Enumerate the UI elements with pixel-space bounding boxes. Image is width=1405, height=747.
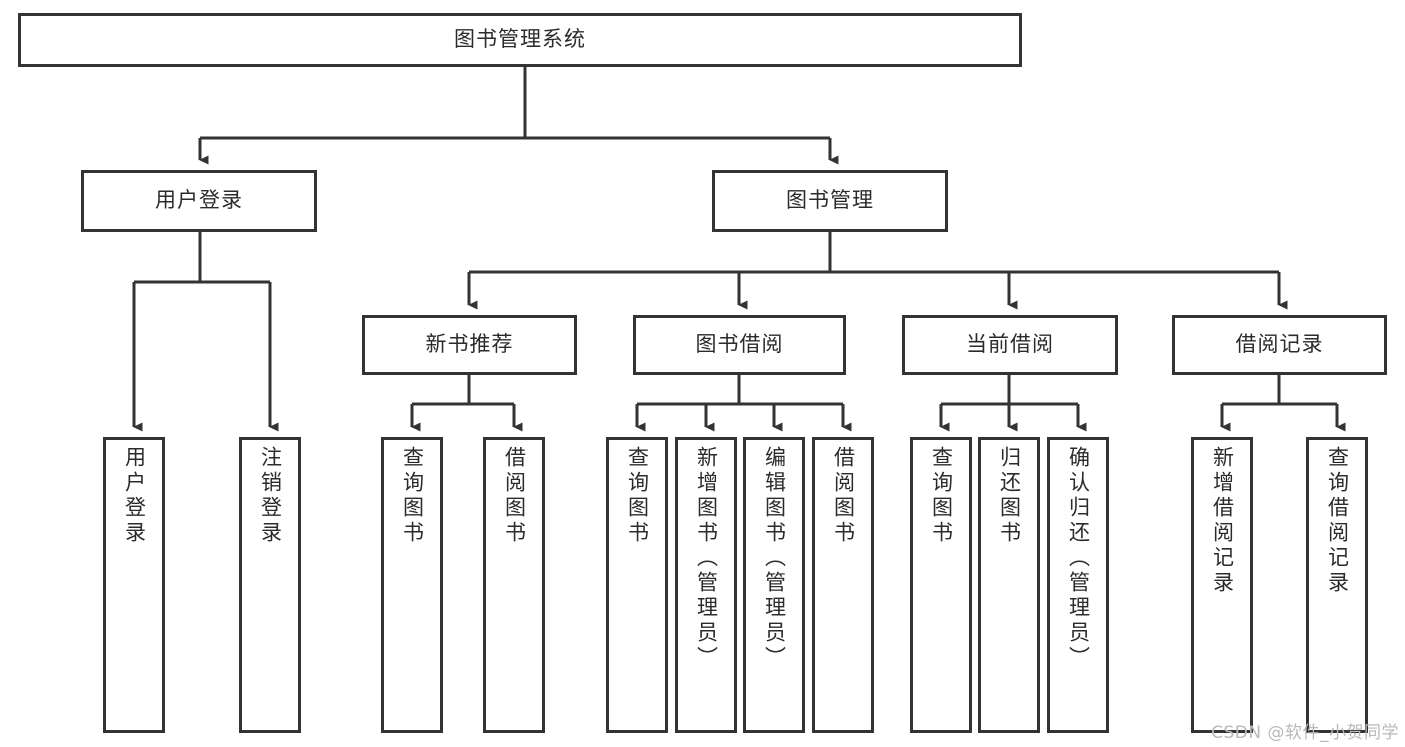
leaf-edit-book[interactable]: 编辑图书（管理员） xyxy=(743,437,805,733)
leaf-query-book-2[interactable]: 查询图书 xyxy=(606,437,668,733)
leaf-confirm-return-label: 确认归还（管理员） xyxy=(1066,446,1091,671)
leaf-borrow-book-1[interactable]: 借阅图书 xyxy=(483,437,545,733)
node-book-manage-label: 图书管理 xyxy=(786,188,874,213)
node-user-login[interactable]: 用户登录 xyxy=(81,170,317,232)
leaf-user-login-label: 用户登录 xyxy=(122,446,147,546)
leaf-borrow-book-2[interactable]: 借阅图书 xyxy=(812,437,874,733)
leaf-add-record[interactable]: 新增借阅记录 xyxy=(1191,437,1253,733)
leaf-return-book-label: 归还图书 xyxy=(997,446,1022,546)
node-borrow-record-label: 借阅记录 xyxy=(1235,332,1324,357)
node-book-borrow-label: 图书借阅 xyxy=(695,332,784,357)
node-root-label: 图书管理系统 xyxy=(454,27,586,52)
leaf-query-book-1-label: 查询图书 xyxy=(400,446,425,546)
node-current-borrow-label: 当前借阅 xyxy=(966,332,1054,357)
leaf-query-record-label: 查询借阅记录 xyxy=(1325,446,1350,596)
node-current-borrow[interactable]: 当前借阅 xyxy=(902,315,1118,375)
leaf-return-book[interactable]: 归还图书 xyxy=(978,437,1040,733)
node-book-borrow[interactable]: 图书借阅 xyxy=(633,315,846,375)
leaf-add-record-label: 新增借阅记录 xyxy=(1210,446,1235,596)
node-new-book-recommend-label: 新书推荐 xyxy=(425,332,514,357)
leaf-logout-login-label: 注销登录 xyxy=(258,446,283,546)
leaf-borrow-book-2-label: 借阅图书 xyxy=(831,446,856,546)
leaf-confirm-return[interactable]: 确认归还（管理员） xyxy=(1047,437,1109,733)
leaf-query-record[interactable]: 查询借阅记录 xyxy=(1306,437,1368,733)
leaf-logout-login[interactable]: 注销登录 xyxy=(239,437,301,733)
leaf-query-book-1[interactable]: 查询图书 xyxy=(381,437,443,733)
leaf-add-book-label: 新增图书（管理员） xyxy=(694,446,719,671)
node-new-book-recommend[interactable]: 新书推荐 xyxy=(362,315,577,375)
leaf-query-book-2-label: 查询图书 xyxy=(625,446,650,546)
node-root[interactable]: 图书管理系统 xyxy=(18,13,1022,67)
leaf-query-book-3-label: 查询图书 xyxy=(929,446,954,546)
leaf-user-login[interactable]: 用户登录 xyxy=(103,437,165,733)
leaf-query-book-3[interactable]: 查询图书 xyxy=(910,437,972,733)
leaf-borrow-book-1-label: 借阅图书 xyxy=(502,446,527,546)
node-borrow-record[interactable]: 借阅记录 xyxy=(1172,315,1387,375)
node-book-manage[interactable]: 图书管理 xyxy=(712,170,948,232)
node-user-login-label: 用户登录 xyxy=(155,188,243,213)
leaf-edit-book-label: 编辑图书（管理员） xyxy=(762,446,787,671)
leaf-add-book[interactable]: 新增图书（管理员） xyxy=(675,437,737,733)
